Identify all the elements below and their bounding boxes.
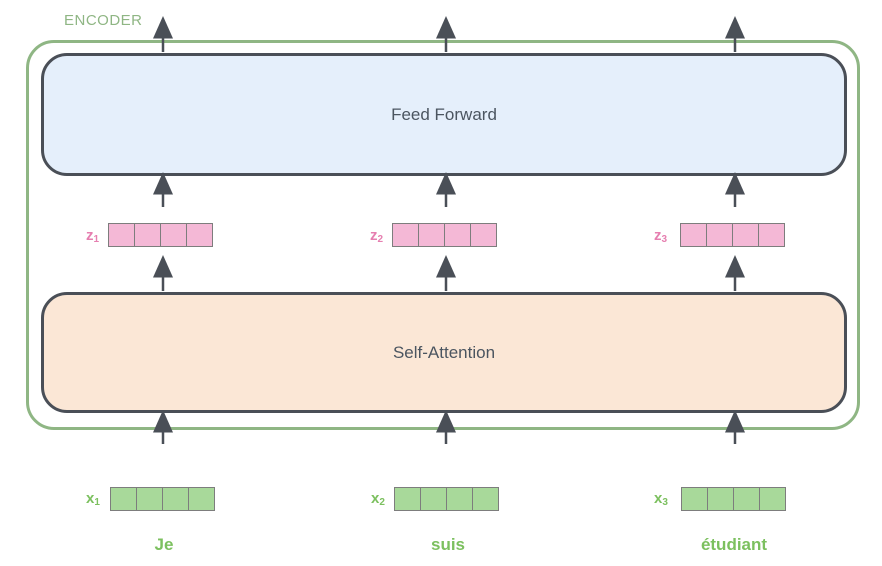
x2-label: x2 (371, 490, 385, 508)
word-suis: suis (430, 535, 466, 554)
z1-vector (108, 223, 213, 247)
self-attention-layer: Self-Attention (41, 292, 847, 413)
feed-forward-label: Feed Forward (391, 104, 497, 124)
x2-vector (394, 487, 499, 511)
x3-vector (681, 487, 786, 511)
word-etudiant: étudiant (700, 535, 768, 554)
word-je: Je (154, 535, 174, 554)
z3-label: z3 (654, 227, 668, 245)
x3-label: x3 (654, 490, 668, 508)
x1-label: x1 (86, 490, 100, 508)
encoder-label: ENCODER (62, 12, 145, 29)
z1-label: z1 (86, 227, 100, 245)
z2-vector (392, 223, 497, 247)
self-attention-label: Self-Attention (392, 342, 496, 362)
x1-vector (110, 487, 215, 511)
z3-vector (680, 223, 785, 247)
z2-label: z2 (370, 227, 384, 245)
